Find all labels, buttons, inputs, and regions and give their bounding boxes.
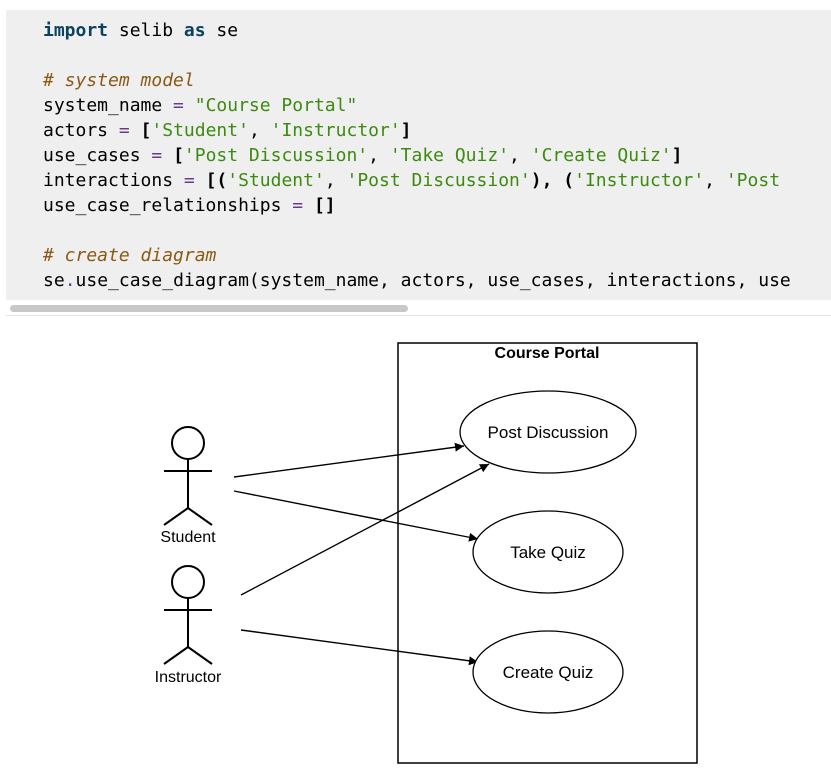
code-token: 'Instructor' bbox=[270, 120, 401, 141]
code-line: use_cases = ['Post Discussion', 'Take Qu… bbox=[43, 143, 791, 168]
code-token: , bbox=[248, 120, 271, 141]
code-line: actors = ['Student', 'Instructor'] bbox=[43, 118, 791, 143]
actor-instructor-icon bbox=[163, 565, 213, 665]
code-token: as bbox=[183, 20, 206, 41]
code-token: , bbox=[509, 145, 531, 166]
code-token: interactions bbox=[43, 170, 184, 191]
code-token: , bbox=[704, 170, 726, 191]
association-arrow bbox=[233, 490, 479, 542]
actor-student-icon bbox=[163, 426, 213, 526]
code-token: 'Take Quiz' bbox=[389, 145, 510, 166]
code-token: se bbox=[43, 270, 65, 291]
use-case-create-quiz bbox=[472, 630, 624, 714]
code-token: use_cases bbox=[43, 145, 152, 166]
code-token: , bbox=[324, 170, 347, 191]
code-token: [ bbox=[140, 120, 152, 141]
code-token: # create diagram bbox=[43, 245, 217, 266]
code-token: = bbox=[151, 145, 163, 166]
code-token: 'Student' bbox=[227, 170, 325, 191]
system-boundary bbox=[397, 342, 698, 764]
code-token: se bbox=[205, 20, 239, 41]
code-token: 'Post bbox=[725, 170, 781, 191]
code-line: # create diagram bbox=[43, 243, 791, 268]
scrollbar-thumb[interactable] bbox=[10, 305, 408, 312]
code-token: [( bbox=[205, 170, 228, 191]
code-line: # system model bbox=[43, 68, 791, 93]
code-token: , bbox=[368, 145, 390, 166]
code-line: se.use_case_diagram(system_name, actors,… bbox=[43, 268, 791, 293]
use-case-label: Post Discussion bbox=[488, 423, 609, 442]
actor-label: Student bbox=[160, 529, 216, 546]
actor-label: Instructor bbox=[155, 669, 222, 686]
code-token: [ bbox=[173, 145, 184, 166]
code-token: 'Create Quiz' bbox=[530, 145, 672, 166]
horizontal-scrollbar[interactable] bbox=[6, 301, 831, 315]
code-token: 'Student' bbox=[151, 120, 249, 141]
use-case-take-quiz bbox=[472, 510, 624, 594]
code-line: interactions = [('Student', 'Post Discus… bbox=[43, 168, 791, 193]
output-divider bbox=[6, 315, 831, 316]
code-token: = bbox=[173, 95, 184, 116]
code-token: selib bbox=[108, 20, 184, 41]
code-token: = bbox=[183, 170, 195, 191]
code-token: ] bbox=[671, 145, 683, 166]
code-token: system_name bbox=[43, 95, 174, 116]
code-line: use_case_relationships = [] bbox=[43, 193, 791, 218]
code-token: ), bbox=[530, 170, 553, 191]
use-case-label: Create Quiz bbox=[503, 663, 594, 682]
code-token: use_case_diagram(system_name, actors, us… bbox=[75, 270, 791, 291]
system-name-label: Course Portal bbox=[495, 345, 600, 362]
code-line: import selib as se bbox=[43, 18, 791, 43]
code-token: = bbox=[292, 195, 304, 216]
code-token: "Course Portal" bbox=[194, 95, 358, 116]
association-arrow bbox=[240, 629, 479, 666]
code-token: actors bbox=[43, 120, 119, 141]
association-arrow bbox=[240, 463, 490, 596]
code-line: system_name = "Course Portal" bbox=[43, 93, 791, 118]
code-token: ] bbox=[400, 120, 412, 141]
code-token: 'Instructor' bbox=[574, 170, 705, 191]
association-arrow bbox=[233, 442, 465, 478]
code-token: ( bbox=[563, 170, 575, 191]
use-case-label: Take Quiz bbox=[510, 543, 586, 562]
code-token: . bbox=[64, 270, 76, 291]
use-case-post-discussion bbox=[459, 390, 637, 474]
code-token: # system model bbox=[43, 70, 195, 91]
code-token: 'Post Discussion' bbox=[183, 145, 369, 166]
code-token: = bbox=[118, 120, 130, 141]
code-token: [] bbox=[313, 195, 336, 216]
code-token: 'Post Discussion' bbox=[346, 170, 531, 191]
code-token: import bbox=[43, 20, 109, 41]
code-token: use_case_relationships bbox=[43, 195, 293, 216]
